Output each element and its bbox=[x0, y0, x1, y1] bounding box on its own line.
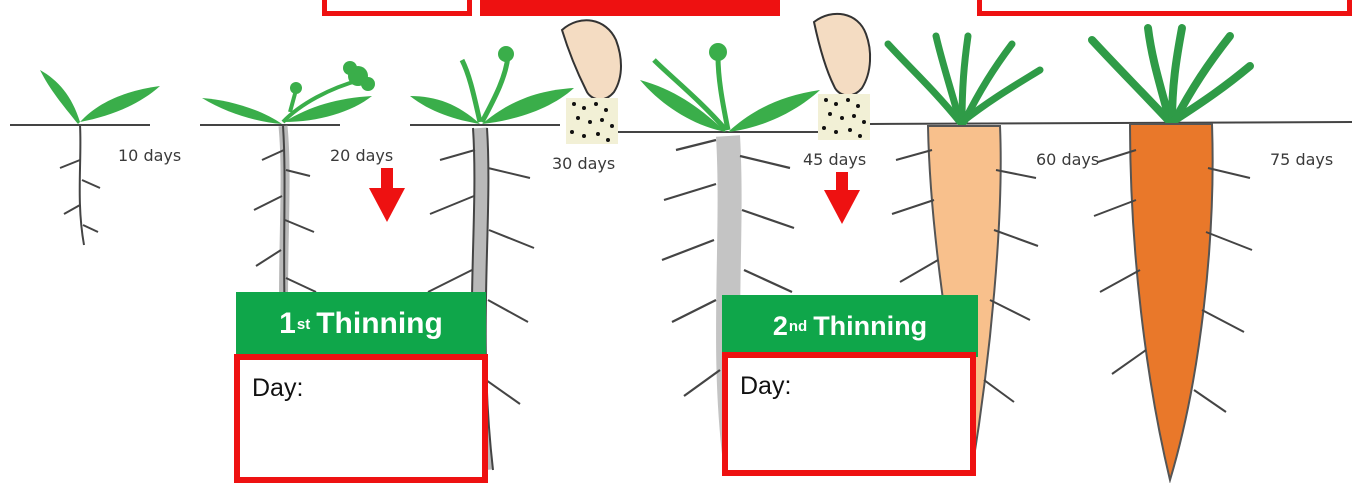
stage-label-75-days: 75 days bbox=[1270, 150, 1333, 169]
stage-label-20-days: 20 days bbox=[330, 146, 393, 165]
thinning-ordinal: st bbox=[297, 316, 310, 333]
carrot-75-days bbox=[1092, 28, 1252, 480]
down-arrow-icon bbox=[824, 172, 860, 224]
top-answer-box-2[interactable] bbox=[480, 0, 780, 16]
thinning-number: 1 bbox=[279, 307, 296, 341]
stage-label-30-days: 30 days bbox=[552, 154, 615, 173]
top-answer-box-1[interactable] bbox=[322, 0, 472, 16]
down-arrow-icon bbox=[369, 168, 405, 222]
day-label: Day: bbox=[252, 374, 303, 403]
day-label: Day: bbox=[740, 372, 791, 401]
thinning-number: 2 bbox=[773, 311, 788, 342]
stage-label-45-days: 45 days bbox=[803, 150, 866, 169]
hand-sowing-fertilizer-icon bbox=[814, 14, 870, 140]
stage-label-60-days: 60 days bbox=[1036, 150, 1099, 169]
top-answer-box-3[interactable] bbox=[977, 0, 1352, 16]
second-thinning-day-box[interactable]: Day: bbox=[722, 352, 976, 476]
thinning-word: Thinning bbox=[813, 311, 927, 342]
hand-sowing-fertilizer-icon bbox=[562, 20, 621, 144]
thinning-ordinal: nd bbox=[789, 318, 807, 335]
thinning-word: Thinning bbox=[316, 307, 443, 341]
stage-label-10-days: 10 days bbox=[118, 146, 181, 165]
first-thinning-day-box[interactable]: Day: bbox=[234, 354, 488, 483]
